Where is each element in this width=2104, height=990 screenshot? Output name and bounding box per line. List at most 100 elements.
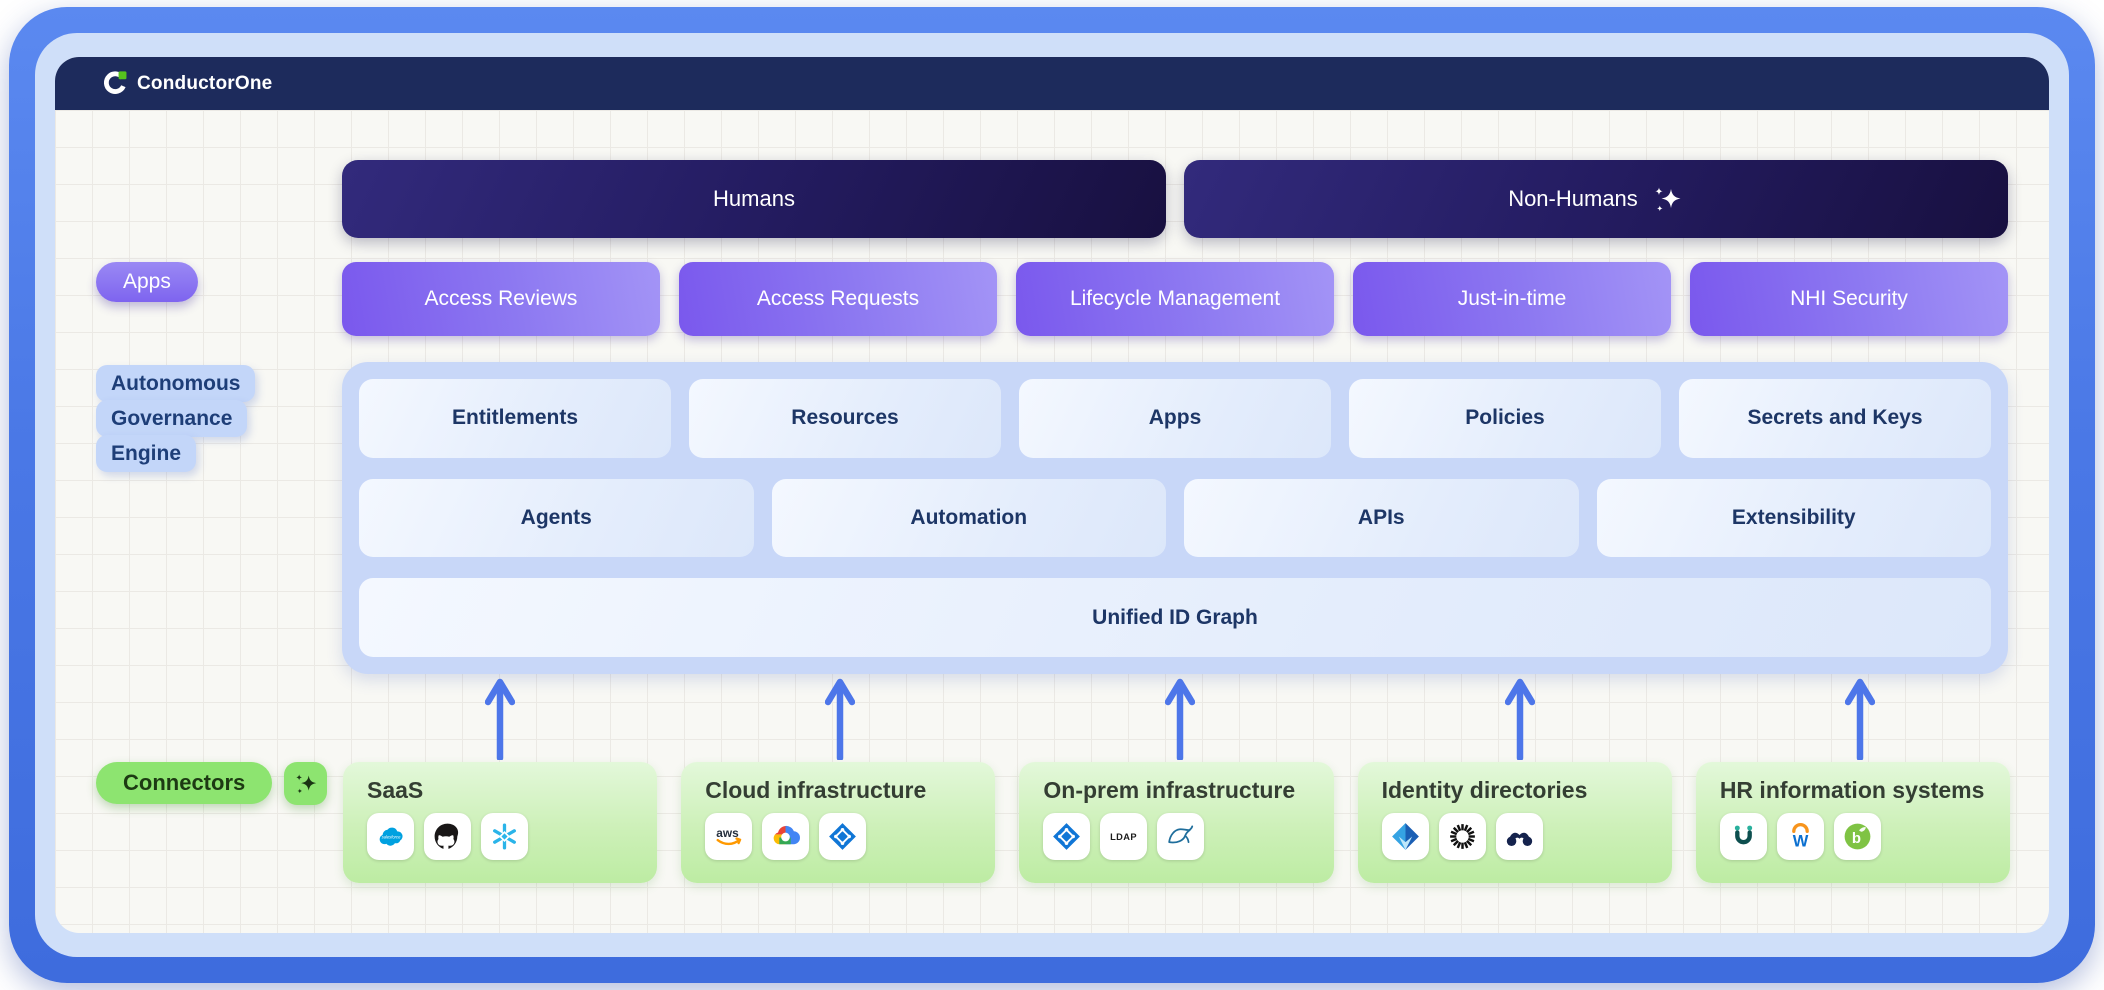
- hr-information-systems-title: HR information systems: [1719, 777, 1985, 803]
- age-line-1: Autonomous: [96, 365, 256, 402]
- connector-group-saas: SaaS salesforce: [343, 762, 658, 883]
- azure-active-directory-icon: [829, 823, 857, 850]
- svg-text:W: W: [1793, 832, 1809, 850]
- saas-icon-tiles: salesforce: [367, 813, 633, 860]
- secrets-and-keys-cell[interactable]: Secrets and Keys: [1679, 379, 1991, 458]
- access-reviews-label: Access Reviews: [424, 287, 578, 310]
- age-line-3: Engine: [96, 435, 197, 472]
- svg-text:aws: aws: [716, 826, 739, 840]
- jumpcloud-icon: [1506, 832, 1532, 846]
- non-humans-banner: Non-Humans: [1184, 160, 2008, 238]
- salesforce-tile[interactable]: salesforce: [367, 813, 414, 860]
- automation-cell[interactable]: Automation: [771, 478, 1166, 558]
- cloud-icon-tiles: aws: [705, 813, 971, 860]
- engine-row-middle: Agents Automation APIs Extensibility: [359, 478, 1991, 558]
- lifecycle-management-button[interactable]: Lifecycle Management: [1016, 262, 1334, 336]
- svg-text:LDAP: LDAP: [1110, 832, 1137, 842]
- mysql-icon: [1168, 825, 1194, 844]
- workday-icon: W: [1791, 823, 1809, 850]
- apps-label: Apps: [123, 270, 171, 293]
- connector-group-cloud-infrastructure: Cloud infrastructure aws: [681, 762, 996, 883]
- jumpcloud-tile[interactable]: [1495, 813, 1543, 860]
- connector-group-identity-directories: Identity directories: [1357, 762, 1672, 883]
- access-requests-label: Access Requests: [756, 287, 920, 310]
- apis-label: APIs: [1357, 506, 1405, 529]
- workday-tile[interactable]: W: [1776, 813, 1824, 860]
- resources-cell[interactable]: Resources: [689, 379, 1001, 458]
- ukg-tile[interactable]: [1719, 813, 1767, 860]
- github-icon: [434, 823, 459, 849]
- google-cloud-tile[interactable]: [762, 813, 810, 860]
- snowflake-icon: [493, 823, 516, 850]
- identity-icon-tiles: [1381, 813, 1648, 860]
- age-line-2: Governance: [96, 400, 248, 437]
- okta-tile[interactable]: [1438, 813, 1486, 860]
- entitlements-label: Entitlements: [451, 406, 579, 430]
- svg-text:salesforce: salesforce: [382, 835, 401, 840]
- sparkles-icon: [1654, 187, 1681, 212]
- nhi-security-label: NHI Security: [1790, 287, 1908, 310]
- humans-banner: Humans: [342, 160, 1166, 238]
- agents-cell[interactable]: Agents: [359, 478, 754, 558]
- salesforce-icon: salesforce: [379, 827, 403, 846]
- secrets-and-keys-label: Secrets and Keys: [1747, 406, 1923, 430]
- bamboohr-tile[interactable]: b: [1833, 813, 1881, 860]
- agents-label: Agents: [520, 506, 592, 529]
- resources-label: Resources: [791, 406, 899, 430]
- azure-active-directory-tile[interactable]: [819, 813, 867, 860]
- cloud-infrastructure-title: Cloud infrastructure: [705, 777, 927, 803]
- policies-cell[interactable]: Policies: [1349, 379, 1661, 458]
- mysql-tile[interactable]: [1157, 813, 1205, 860]
- connector-groups-row: SaaS salesforce: [343, 762, 2011, 883]
- apps-label-pill: Apps: [96, 262, 198, 302]
- just-in-time-button[interactable]: Just-in-time: [1353, 262, 1671, 336]
- connectors-label-group: Connectors: [96, 762, 328, 805]
- up-arrow: [1505, 678, 1535, 760]
- autonomous-governance-engine-label: Autonomous Governance Engine: [96, 365, 256, 472]
- lifecycle-management-label: Lifecycle Management: [1069, 287, 1281, 310]
- brand-name: ConductorOne: [137, 72, 273, 94]
- saas-title: SaaS: [367, 777, 424, 803]
- humans-banner-label: Humans: [713, 186, 795, 211]
- github-tile[interactable]: [424, 813, 471, 860]
- unified-id-graph-label: Unified ID Graph: [1092, 605, 1258, 629]
- microsoft-entra-tile[interactable]: [1381, 813, 1429, 860]
- sparkles-icon: [296, 774, 317, 794]
- access-reviews-button[interactable]: Access Reviews: [342, 262, 660, 336]
- ukg-icon: [1734, 825, 1752, 845]
- aws-tile[interactable]: aws: [705, 813, 753, 860]
- up-arrow: [1165, 678, 1195, 760]
- hr-icon-tiles: W b: [1719, 813, 1986, 860]
- ldap-tile[interactable]: LDAP: [1100, 813, 1148, 860]
- governance-engine-panel: Entitlements Resources Apps Policies Sec…: [342, 362, 2008, 674]
- apps-cell-label: Apps: [1148, 406, 1202, 430]
- connector-group-on-prem-infrastructure: On-prem infrastructure LDAP: [1019, 762, 1334, 883]
- automation-label: Automation: [910, 506, 1028, 529]
- non-humans-banner-label: Non-Humans: [1508, 186, 1638, 211]
- identity-directories-title: Identity directories: [1381, 777, 1588, 803]
- snowflake-tile[interactable]: [481, 813, 528, 860]
- extensibility-cell[interactable]: Extensibility: [1596, 478, 1991, 558]
- nhi-security-button[interactable]: NHI Security: [1690, 262, 2008, 336]
- just-in-time-label: Just-in-time: [1457, 287, 1567, 310]
- on-prem-icon-tiles: LDAP: [1043, 813, 1309, 860]
- unified-id-graph-cell[interactable]: Unified ID Graph: [359, 578, 1991, 658]
- apis-cell[interactable]: APIs: [1184, 478, 1579, 558]
- ldap-icon: LDAP: [1110, 832, 1137, 842]
- access-requests-button[interactable]: Access Requests: [679, 262, 997, 336]
- extensibility-label: Extensibility: [1731, 506, 1856, 529]
- policies-label: Policies: [1465, 406, 1545, 430]
- engine-row-bottom: Unified ID Graph: [359, 578, 1991, 658]
- connectors-label-pill: Connectors: [96, 762, 273, 804]
- conductorone-logo-icon: [103, 71, 127, 94]
- app-buttons-row: Access Reviews Access Requests Lifecycle…: [342, 262, 2008, 336]
- up-arrow: [1845, 678, 1875, 760]
- engine-row-top: Entitlements Resources Apps Policies Sec…: [359, 379, 1991, 458]
- active-directory-tile[interactable]: [1043, 813, 1091, 860]
- apps-cell[interactable]: Apps: [1019, 379, 1331, 458]
- connectors-label: Connectors: [123, 770, 246, 795]
- bamboohr-icon: b: [1844, 823, 1871, 850]
- connectors-sparkle-badge: [284, 762, 328, 805]
- entitlements-cell[interactable]: Entitlements: [359, 379, 671, 458]
